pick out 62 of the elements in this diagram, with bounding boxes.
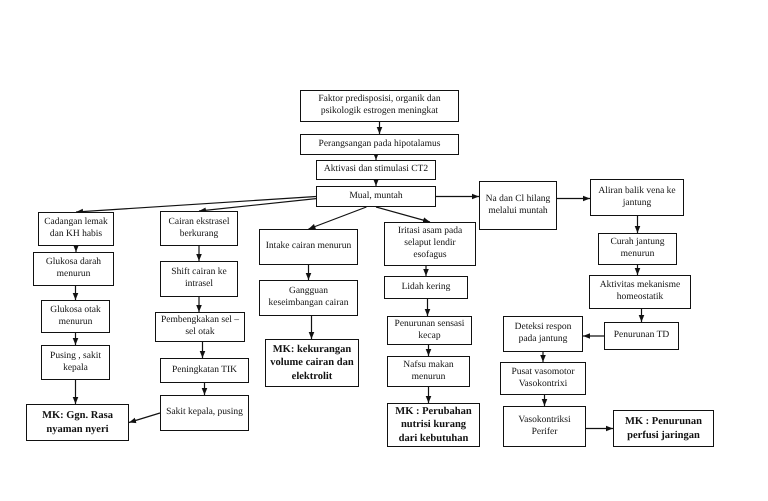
arrow: [423, 266, 429, 276]
process-box: Faktor predisposisi, organik dan psikologik estrogen meningkat: [300, 90, 459, 122]
process-box: Pusing , sakit kepala: [41, 345, 110, 380]
process-box: Deteksi respon pada jantung: [503, 316, 583, 352]
arrow: [540, 352, 546, 362]
arrow: [200, 342, 206, 358]
process-box: Penurunan sensasi kecap: [387, 316, 472, 345]
arrow: [376, 206, 430, 223]
arrow: [583, 333, 604, 339]
process-box: Shift cairan ke intrasel: [160, 261, 238, 297]
process-box: Lidah kering: [384, 276, 468, 299]
arrow: [306, 265, 312, 280]
arrow: [373, 153, 379, 160]
process-box: Aliran balik vena ke jantung: [590, 179, 684, 216]
arrow: [634, 265, 640, 275]
arrow: [586, 426, 613, 432]
arrow: [128, 412, 160, 424]
arrow: [542, 395, 548, 406]
arrow: [196, 246, 202, 261]
arrow: [436, 194, 479, 200]
process-box: Perangsangan pada hipotalamus: [300, 134, 459, 155]
process-box: Intake cairan menurun: [259, 229, 358, 265]
process-box: MK : Perubahan nutrisi kurang dari kebutuhan: [387, 403, 480, 447]
process-box: MK : Penurunan perfusi jaringan: [613, 410, 714, 447]
arrow: [376, 122, 382, 134]
arrow: [72, 380, 78, 404]
arrow: [634, 216, 640, 233]
arrow: [202, 383, 208, 395]
process-box: Aktivitas mekanisme homeostatik: [589, 275, 691, 309]
arrow: [72, 333, 78, 345]
arrow: [638, 309, 644, 322]
process-box: MK: Ggn. Rasa nyaman nyeri: [26, 404, 129, 441]
arrow: [196, 297, 202, 312]
process-box: Vasokontriksi Perifer: [503, 406, 586, 447]
process-box: Iritasi asam pada selaput lendir esofagus: [384, 222, 476, 266]
process-box: Pembengkakan sel – sel otak: [155, 312, 245, 342]
arrow: [76, 196, 316, 214]
process-box: Glukosa otak menurun: [41, 300, 110, 333]
process-box: Na dan Cl hilang melalui muntah: [479, 181, 557, 230]
process-box: Penurunan TD: [604, 322, 679, 350]
process-box: Peningkatan TIK: [160, 358, 249, 383]
process-box: Nafsu makan menurun: [387, 356, 470, 387]
process-box: Sakit kepala, pusing: [160, 395, 249, 431]
arrow: [426, 345, 432, 356]
arrow: [426, 387, 432, 403]
arrow: [308, 316, 314, 339]
process-box: Curah jantung menurun: [598, 233, 677, 265]
arrow: [72, 286, 78, 300]
process-box: Pusat vasomotor Vasokontrixi: [500, 362, 586, 395]
process-box: Aktivasi dan stimulasi CT2: [316, 160, 436, 180]
arrow: [424, 299, 430, 316]
arrow: [73, 245, 79, 252]
process-box: Gangguan keseimbangan cairan: [259, 280, 358, 316]
arrow: [198, 198, 316, 214]
arrow: [308, 206, 367, 230]
process-box: Cairan ekstrasel berkurang: [160, 211, 238, 246]
process-box: MK: kekurangan volume cairan dan elektrolit: [265, 339, 359, 387]
process-box: Mual, muntah: [316, 186, 436, 207]
process-box: Glukosa darah menurun: [33, 252, 114, 286]
arrow: [557, 196, 590, 202]
arrow: [373, 179, 379, 186]
process-box: Cadangan lemak dan KH habis: [38, 212, 114, 246]
